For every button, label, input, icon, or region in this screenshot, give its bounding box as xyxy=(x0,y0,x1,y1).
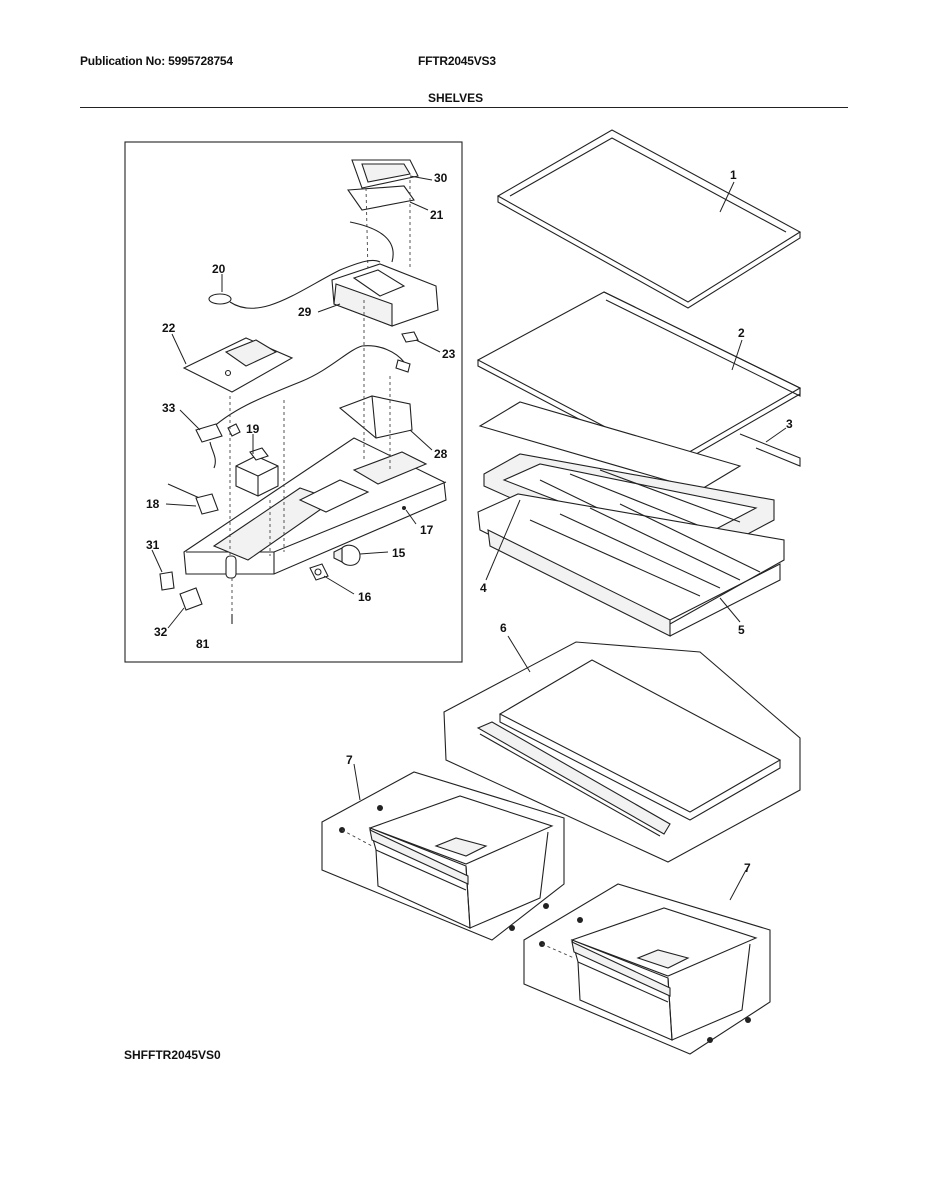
part-7-panel-frame-left xyxy=(321,771,565,941)
part-33-sensor xyxy=(195,423,241,469)
callout-7-right: 7 xyxy=(744,861,751,875)
leader-lines xyxy=(151,175,787,901)
part-28-diffuser xyxy=(338,395,413,439)
part-15-bulb xyxy=(333,544,361,566)
part-19-damper-motor xyxy=(235,447,279,497)
callout-17: 17 xyxy=(420,523,434,537)
callout-6: 6 xyxy=(500,621,507,635)
callout-4: 4 xyxy=(480,581,487,595)
inset-frame xyxy=(124,141,463,663)
part-7-crisper-bin-right xyxy=(570,907,758,1041)
alignment-lines-top xyxy=(365,180,411,273)
callout-21: 21 xyxy=(430,208,444,222)
part-3-glass-shelf xyxy=(478,401,801,491)
header-rule xyxy=(80,107,848,108)
callout-15: 15 xyxy=(392,546,406,560)
diagram-code: SHFFTR2045VS0 xyxy=(124,1048,221,1062)
callout-18: 18 xyxy=(146,497,160,511)
callout-5: 5 xyxy=(738,623,745,637)
part-7-crisper-bin-left xyxy=(368,795,554,929)
part-6-crisper-cover-shelf xyxy=(476,659,782,837)
part-21-gasket xyxy=(346,185,415,211)
callout-20: 20 xyxy=(212,262,226,276)
callout-2: 2 xyxy=(738,326,745,340)
callout-1: 1 xyxy=(730,168,737,182)
callout-31: 31 xyxy=(146,538,160,552)
callout-32: 32 xyxy=(154,625,168,639)
part-31-switch xyxy=(159,571,175,591)
callout-7-left: 7 xyxy=(346,753,353,767)
section-title: SHELVES xyxy=(428,91,484,105)
model-number: FFTR2045VS3 xyxy=(418,54,496,68)
callout-30: 30 xyxy=(434,171,448,185)
callout-16: 16 xyxy=(358,590,372,604)
harness-connector xyxy=(395,359,411,373)
part-23-clip xyxy=(401,331,419,343)
part-29-light-housing xyxy=(331,263,439,327)
alignment-lines-middle xyxy=(229,300,391,612)
callout-3: 3 xyxy=(786,417,793,431)
callout-19: 19 xyxy=(246,422,260,436)
callout-29: 29 xyxy=(298,305,312,319)
part-1-glass-shelf xyxy=(496,129,802,309)
part-16-holder xyxy=(309,563,329,581)
part-7-panel-frame-right xyxy=(523,883,771,1055)
callout-22: 22 xyxy=(162,321,176,335)
callout-23: 23 xyxy=(442,347,456,361)
part-17-control-housing xyxy=(183,437,447,579)
part-5-crisper-drawer xyxy=(477,493,785,637)
callout-81: 81 xyxy=(196,637,210,651)
part-18-bracket xyxy=(167,483,219,515)
publication-number: Publication No: 5995728754 xyxy=(80,54,233,68)
wire-harness-main xyxy=(207,345,405,433)
part-20-wire-harness xyxy=(208,221,394,309)
callout-33: 33 xyxy=(162,401,176,415)
part-22-cover-plate xyxy=(182,337,294,393)
callout-28: 28 xyxy=(434,447,448,461)
part-32-lamp-socket xyxy=(179,587,203,611)
part-6-panel-frame xyxy=(443,641,801,863)
drain-post xyxy=(225,555,237,579)
part-30-lens-frame xyxy=(351,159,419,189)
callout-labels: 1 2 3 4 5 6 7 7 30 21 20 29 23 22 33 28 … xyxy=(146,168,793,875)
